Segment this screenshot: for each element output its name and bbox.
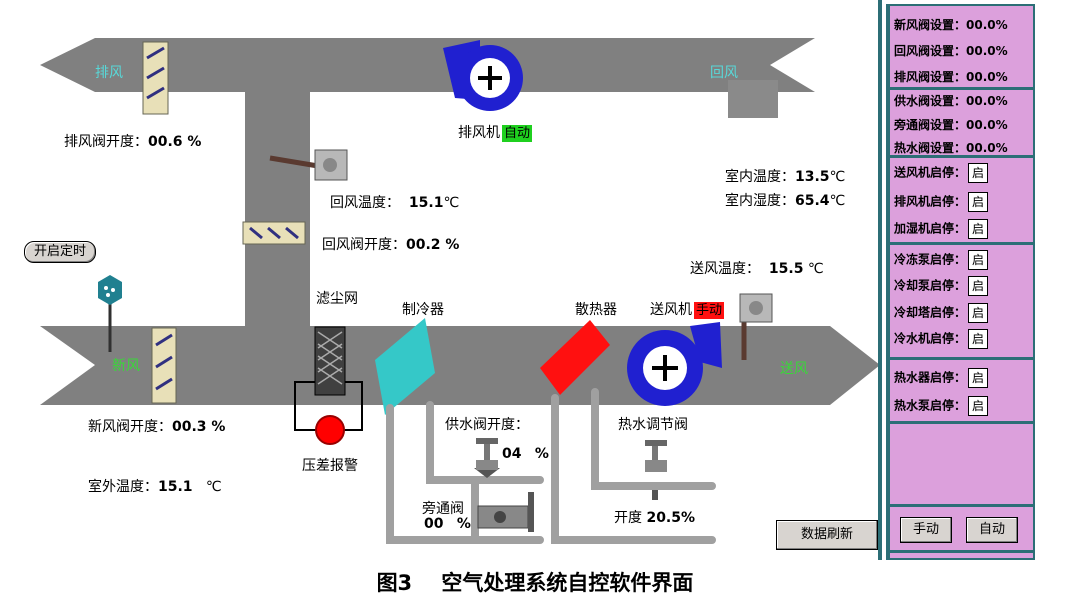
mixing-duct <box>245 92 310 327</box>
chilled-water-pipes <box>386 401 544 544</box>
outdoor-sensor-icon <box>98 275 122 352</box>
outdoor-temp-reading: 室外温度：15.1 ℃ <box>88 479 222 495</box>
water-heater-start-button[interactable]: 启 <box>968 368 989 388</box>
panel-divider <box>890 550 1033 553</box>
supply-valve-icon <box>474 438 500 478</box>
cooler-label: 制冷器 <box>402 302 444 318</box>
cooler-icon <box>375 318 435 415</box>
humidifier-start-button[interactable]: 启 <box>968 219 989 239</box>
setting-exhaust-damper[interactable]: 排风阀设置：00.0% <box>894 70 1008 84</box>
bypass-valve-icon <box>477 492 534 532</box>
timer-button[interactable]: 开启定时 <box>24 241 96 263</box>
supply-temp-sensor-icon <box>739 293 773 360</box>
hot-valve-reading: 开度 20.5% <box>614 510 696 526</box>
figure-caption: 图3 空气处理系统自控软件界面 <box>376 571 694 595</box>
setting-fresh-damper[interactable]: 新风阀设置：00.0% <box>894 18 1008 32</box>
supply-fan-icon <box>627 322 722 406</box>
chiller-start-button[interactable]: 启 <box>968 329 989 349</box>
manual-mode-button[interactable]: 手动 <box>900 517 952 543</box>
humidifier-toggle-row: 加湿机启停：启 <box>894 219 989 239</box>
process-diagram <box>40 38 880 544</box>
auto-mode-button[interactable]: 自动 <box>966 517 1018 543</box>
water-heater-toggle-row: 热水器启停：启 <box>894 368 989 388</box>
supply-fan-start-button[interactable]: 启 <box>968 163 989 183</box>
panel-divider <box>890 242 1033 245</box>
return-temp-reading: 回风温度： 15.1℃ <box>330 195 460 211</box>
supply-fan-status: 送风机手动 <box>650 302 725 319</box>
cooling-pump-start-button[interactable]: 启 <box>968 276 989 296</box>
hot-pump-start-button[interactable]: 启 <box>968 396 989 416</box>
exhaust-duct-label: 排风 <box>95 65 123 81</box>
fresh-damper-icon <box>151 327 177 404</box>
water-valve-label: 供水阀开度： <box>445 417 529 433</box>
exhaust-fan-mode-badge[interactable]: 自动 <box>502 125 533 142</box>
chilled-pump-start-button[interactable]: 启 <box>968 250 989 270</box>
return-damper-reading: 回风阀开度：00.2 % <box>322 237 460 253</box>
water-valve-value: 04 % <box>502 446 549 462</box>
hot-pump-toggle-row: 热水泵启停：启 <box>894 396 989 416</box>
exhaust-damper-reading: 排风阀开度：00.6 % <box>64 134 202 150</box>
hot-water-pipes <box>551 388 716 544</box>
indoor-humidity-reading: 室内湿度：65.4℃ <box>725 193 846 209</box>
hot-valve-icon <box>645 440 667 500</box>
heater-icon <box>540 320 610 395</box>
cooling-pump-toggle-row: 冷却泵启停：启 <box>894 276 989 296</box>
setting-return-damper[interactable]: 回风阀设置：00.0% <box>894 44 1008 58</box>
return-damper-icon <box>242 221 306 245</box>
fresh-damper-reading: 新风阀开度：00.3 % <box>88 419 226 435</box>
indoor-temp-reading: 室内温度：13.5℃ <box>725 169 846 185</box>
fresh-duct-label: 新风 <box>112 358 140 374</box>
filter-icon <box>294 326 363 445</box>
panel-divider <box>890 155 1033 158</box>
setting-supply-valve[interactable]: 供水阀设置：00.0% <box>894 94 1008 108</box>
setting-hot-valve[interactable]: 热水阀设置：00.0% <box>894 141 1008 155</box>
cooling-tower-start-button[interactable]: 启 <box>968 303 989 323</box>
supply-duct-label: 送风 <box>780 361 808 377</box>
exhaust-fan-icon <box>443 40 523 111</box>
exhaust-fan-start-button[interactable]: 启 <box>968 192 989 212</box>
return-exhaust-duct <box>40 38 815 120</box>
chilled-pump-toggle-row: 冷冻泵启停：启 <box>894 250 989 270</box>
panel-divider <box>890 87 1033 90</box>
cooling-tower-toggle-row: 冷却塔启停：启 <box>894 303 989 323</box>
bypass-valve-value: 00 % <box>424 516 471 532</box>
supply-fan-mode-badge[interactable]: 手动 <box>694 302 725 319</box>
bypass-valve-label: 旁通阀 <box>422 501 464 517</box>
exhaust-damper-icon <box>142 41 169 115</box>
filter-label: 滤尘网 <box>316 291 358 307</box>
panel-divider <box>890 504 1033 507</box>
panel-divider <box>890 421 1033 424</box>
exhaust-fan-toggle-row: 排风机启停：启 <box>894 192 989 212</box>
refresh-button[interactable]: 数据刷新 <box>776 520 878 550</box>
supply-temp-reading: 送风温度： 15.5 ℃ <box>690 261 824 277</box>
panel-divider <box>890 357 1033 360</box>
setting-bypass-valve[interactable]: 旁通阀设置：00.0% <box>894 118 1008 132</box>
heater-label: 散热器 <box>575 302 617 318</box>
return-temp-sensor-icon <box>269 149 348 181</box>
diff-alarm-label: 压差报警 <box>302 458 358 474</box>
supply-fan-toggle-row: 送风机启停：启 <box>894 163 989 183</box>
chiller-toggle-row: 冷水机启停：启 <box>894 329 989 349</box>
exhaust-fan-status: 排风机自动 <box>458 125 533 142</box>
control-panel: 新风阀设置：00.0% 回风阀设置：00.0% 排风阀设置：00.0% 供水阀设… <box>878 0 1035 560</box>
return-duct-label: 回风 <box>710 65 738 81</box>
return-grille <box>728 80 778 118</box>
hot-valve-label: 热水调节阀 <box>618 417 688 433</box>
